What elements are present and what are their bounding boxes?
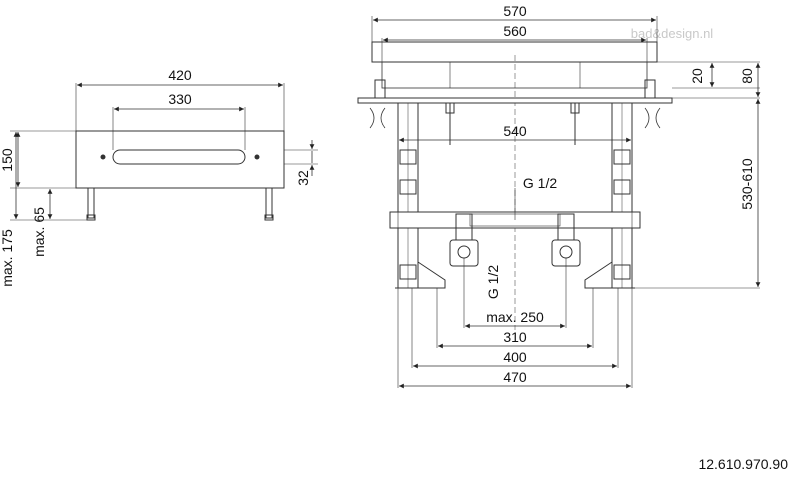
dim-max-175: max. 175 — [0, 229, 15, 287]
dim-150: 150 — [0, 148, 15, 172]
dim-330: 330 — [168, 91, 192, 107]
side-foot-right — [265, 187, 273, 219]
side-view — [10, 82, 318, 221]
dim-max-65: max. 65 — [31, 207, 47, 257]
side-foot-left — [87, 187, 95, 219]
article-number: 12.610.970.90 — [698, 456, 788, 472]
thread-label-horizontal: G 1/2 — [523, 175, 557, 191]
front-foot-left — [395, 261, 446, 289]
dim-540: 540 — [503, 123, 527, 139]
dim-400: 400 — [503, 349, 527, 365]
watermark-text: bad&design.nl — [631, 26, 714, 41]
front-top-bar — [357, 97, 673, 104]
dim-310: 310 — [503, 329, 527, 345]
dim-420: 420 — [168, 67, 192, 83]
dim-530-610: 530-610 — [739, 158, 755, 210]
side-slot — [112, 149, 246, 165]
dim-470: 470 — [503, 369, 527, 385]
thread-label-vertical: G 1/2 — [485, 265, 501, 299]
dim-570: 570 — [503, 3, 527, 19]
side-body — [75, 130, 285, 189]
front-foot-right — [584, 261, 635, 289]
front-view — [357, 16, 761, 389]
dim-80: 80 — [739, 68, 755, 84]
dim-560: 560 — [503, 23, 527, 39]
dim-32: 32 — [295, 170, 311, 186]
dim-max-250: max. 250 — [486, 309, 544, 325]
dim-20: 20 — [689, 68, 705, 84]
front-tray — [371, 41, 658, 63]
